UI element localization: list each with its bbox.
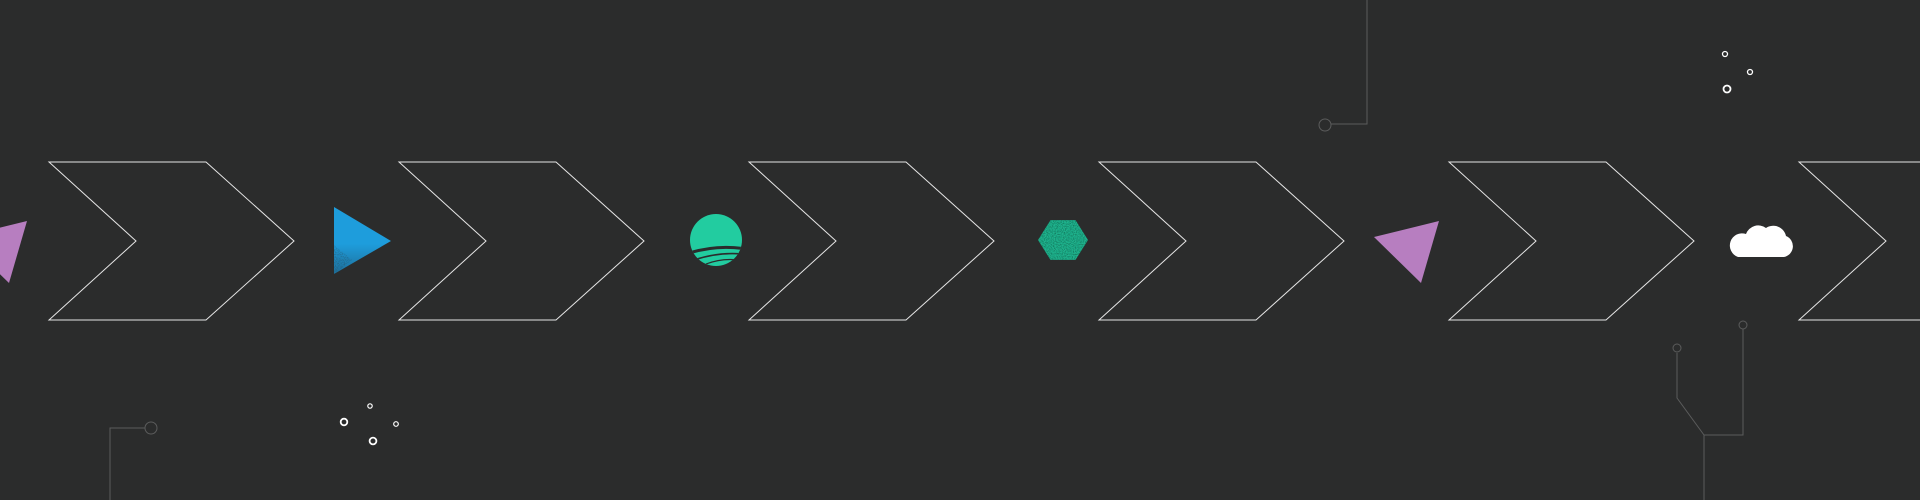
chevron-5 [1447,161,1695,321]
circuit-trace-bottom-right-b [1704,329,1744,436]
dot-bottom-4 [368,436,378,446]
violet-triangle-partial-icon [0,221,27,283]
green-speckled-hexagon-icon [1038,220,1088,260]
chevron-2 [397,161,645,321]
dot-clusters [339,50,1754,446]
icon-row [0,207,1793,283]
dot-bottom-3 [393,421,399,427]
chevron-4 [1097,161,1345,321]
violet-triangle-icon [1374,221,1439,283]
chevron-6 [1797,161,1920,321]
circuit-trace-bottom-right-a [1676,353,1705,500]
circuit-node-bottom-right-a [1672,343,1682,353]
chevron-1 [47,161,295,321]
circuit-node-top [1318,118,1332,132]
dot-top-1 [1721,50,1729,58]
white-cloud-icon [1729,225,1793,257]
circuit-trace-top [1331,0,1368,125]
circuit-node-bottom-right-b [1738,320,1748,330]
blue-play-triangle-icon [334,207,391,274]
dot-top-3 [1722,84,1732,94]
dot-bottom-1 [367,403,373,409]
chevron-row [47,161,1920,321]
circuit-traces [109,0,1748,500]
dot-top-2 [1746,68,1754,76]
dot-bottom-2 [339,417,349,427]
circuit-trace-bottom-left [109,427,145,500]
circuit-node-bottom-left [144,421,158,435]
chevron-3 [747,161,995,321]
green-planet-circle-icon [690,214,742,266]
